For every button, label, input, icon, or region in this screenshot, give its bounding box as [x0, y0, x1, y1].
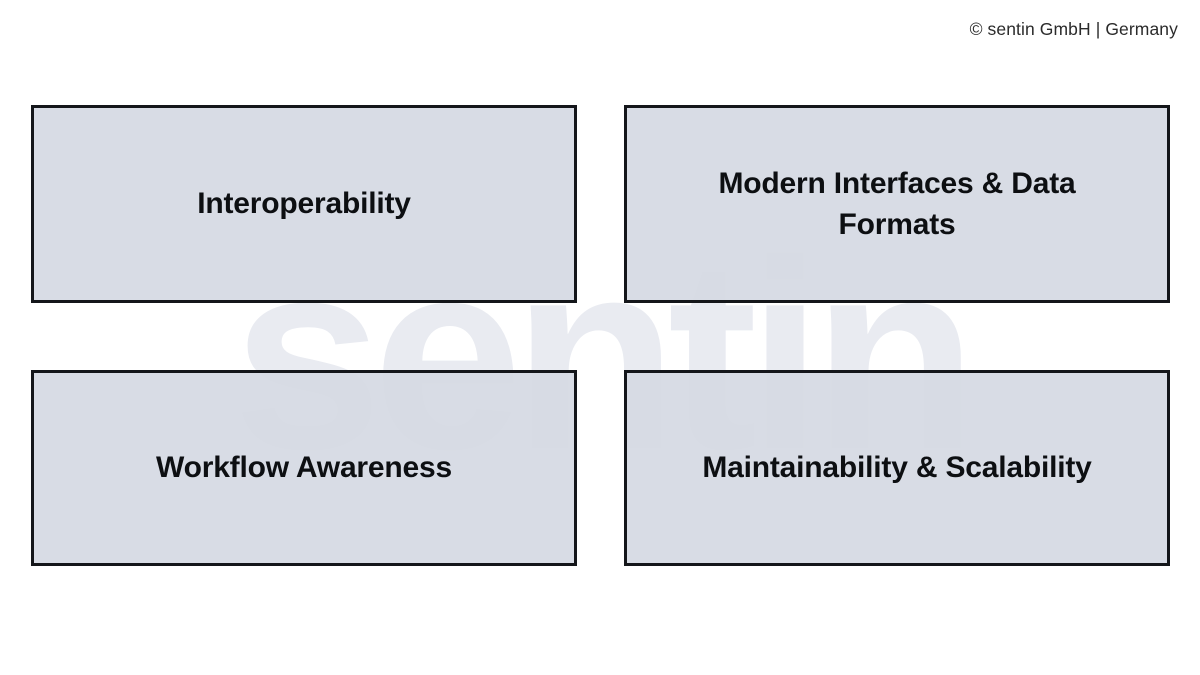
feature-card-label: Maintainability & Scalability: [702, 451, 1092, 485]
feature-card-label: Workflow Awareness: [156, 451, 452, 485]
feature-card-label: Modern Interfaces & Data Formats: [718, 166, 1076, 241]
feature-card-workflow-awareness[interactable]: Workflow Awareness: [31, 370, 577, 566]
copyright-notice: © sentin GmbH | Germany: [969, 19, 1178, 39]
slide-header: © sentin GmbH | Germany: [0, 0, 1200, 60]
feature-card-modern-interfaces[interactable]: Modern Interfaces & Data Formats: [624, 105, 1170, 303]
feature-card-label: Interoperability: [197, 187, 411, 221]
feature-card-interoperability[interactable]: Interoperability: [31, 105, 577, 303]
feature-card-grid: Interoperability Modern Interfaces & Dat…: [31, 105, 1170, 566]
feature-card-maintainability[interactable]: Maintainability & Scalability: [624, 370, 1170, 566]
